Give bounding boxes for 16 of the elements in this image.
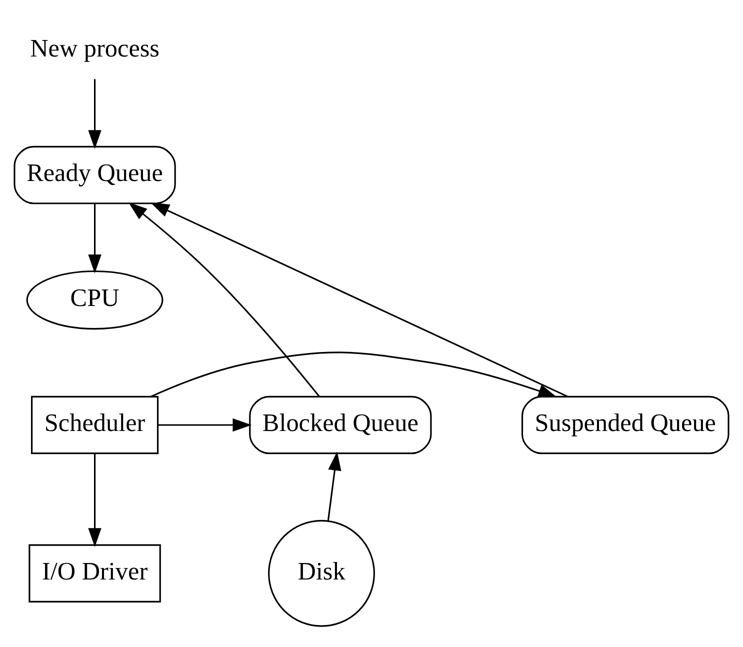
arrow	[150, 351, 558, 397]
node-text: New process	[30, 35, 160, 62]
node-box: Blocked Queue	[249, 395, 432, 454]
node-box: Ready Queue	[14, 145, 176, 204]
arrow	[88, 203, 102, 273]
arrow	[88, 78, 102, 148]
node-ellipse: CPU	[26, 270, 164, 330]
arrow	[158, 418, 252, 432]
arrow	[88, 453, 102, 546]
arrow	[327, 451, 342, 521]
arrow	[150, 202, 568, 397]
arrow	[128, 202, 320, 396]
node-circle: Disk	[268, 519, 375, 626]
node-box: I/O Driver	[28, 544, 161, 602]
node-box: Scheduler	[31, 395, 159, 454]
node-box: Suspended Queue	[521, 395, 730, 454]
